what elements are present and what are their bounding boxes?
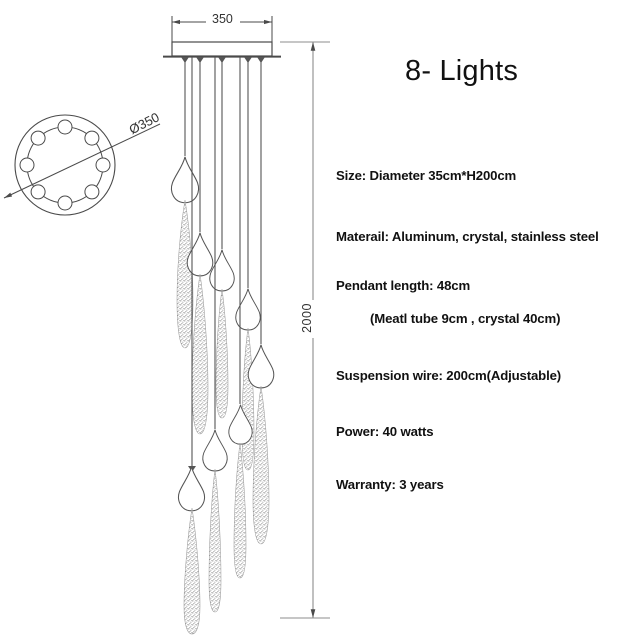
width-dimension-label: 350 (212, 12, 233, 26)
canopy-plate (163, 41, 281, 58)
spec-power: Power: 40 watts (336, 424, 434, 439)
pendant-2 (186, 57, 214, 435)
pendant-6 (228, 57, 253, 579)
pendant-5 (247, 57, 275, 545)
spec-warranty: Warranty: 3 years (336, 477, 444, 492)
spec-material: Materail: Aluminum, crystal, stainless s… (336, 229, 599, 244)
pendant-8 (177, 57, 206, 635)
spec-suspension: Suspension wire: 200cm(Adjustable) (336, 368, 562, 383)
spec-pendant-detail: (Meatl tube 9cm , crystal 40cm) (370, 311, 561, 326)
page-title: 8- Lights (405, 55, 519, 87)
pendant-group (170, 57, 275, 635)
diameter-dimension-line (3, 123, 161, 199)
pendant-3 (209, 57, 235, 419)
pendant-1 (170, 57, 200, 349)
top-view-plan (3, 114, 161, 216)
spec-size: Size: Diameter 35cm*H200cm (336, 168, 517, 183)
width-dimension (171, 16, 273, 44)
pendant-7 (202, 57, 228, 613)
height-dimension (280, 41, 330, 619)
lamp-hole-group (19, 119, 111, 211)
spec-pendant-length: Pendant length: 48cm (336, 278, 471, 293)
